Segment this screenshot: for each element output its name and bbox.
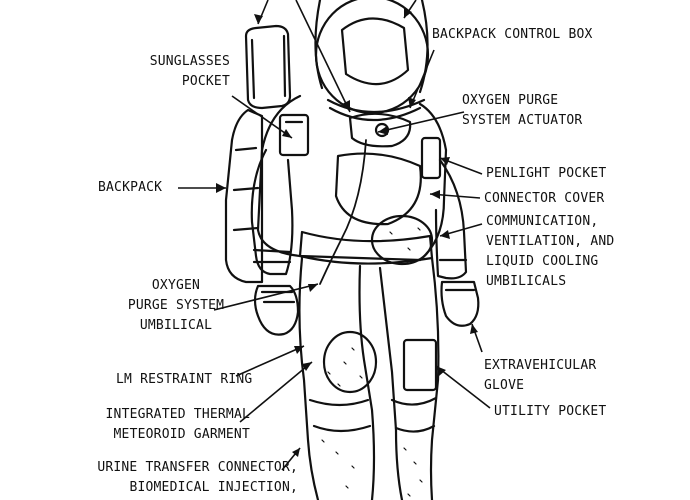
- label-integrated-thermal-meteoroid-garment: INTEGRATED THERMAL METEOROID GARMENT: [105, 407, 250, 442]
- label-urine-transfer-connector: URINE TRANSFER CONNECTOR, BIOMEDICAL INJ…: [97, 460, 298, 495]
- right-arm: [434, 158, 468, 280]
- helmet: [314, 0, 430, 115]
- backpack-outline: [224, 108, 264, 284]
- label-oxygen-purge-umbilical: OXYGEN PURGE SYSTEM UMBILICAL: [127, 278, 225, 333]
- left-glove: [253, 284, 300, 336]
- left-leg: [298, 256, 376, 500]
- left-arm: [250, 148, 294, 276]
- label-lm-restraint-ring: LM RESTRAINT RING: [116, 372, 253, 387]
- label-penlight-pocket: PENLIGHT POCKET: [486, 166, 607, 181]
- control-box: [244, 24, 292, 110]
- sunglasses-pocket-shape: [278, 113, 310, 157]
- right-leg: [378, 256, 440, 500]
- label-oxygen-purge-system-actuator: OXYGEN PURGE SYSTEM ACTUATOR: [462, 93, 583, 128]
- right-glove: [440, 280, 480, 327]
- label-extravehicular-glove: EXTRAVEHICULAR GLOVE: [484, 358, 597, 393]
- label-utility-pocket: UTILITY POCKET: [494, 404, 607, 419]
- label-umbilicals: COMMUNICATION, VENTILATION, AND LIQUID C…: [486, 214, 615, 289]
- label-backpack-control-box: BACKPACK CONTROL BOX: [432, 27, 593, 42]
- label-connector-cover: CONNECTOR COVER: [484, 191, 605, 206]
- label-sunglasses-pocket: SUNGLASSES POCKET: [149, 54, 230, 89]
- leader-lines: [178, 0, 491, 471]
- label-backpack: BACKPACK: [98, 180, 163, 195]
- torso: [256, 94, 448, 262]
- arrowheads: [216, 8, 478, 457]
